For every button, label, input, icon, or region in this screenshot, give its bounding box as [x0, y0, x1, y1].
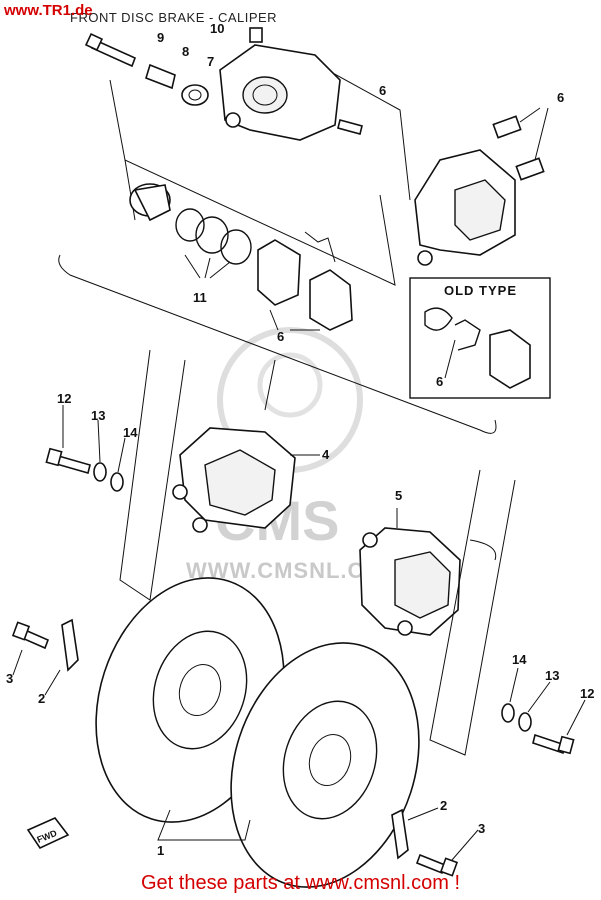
- front-forks: [119, 349, 516, 756]
- old-type-parts: [424, 307, 531, 389]
- callout-4: 4: [322, 447, 330, 462]
- washer-14-right: [501, 703, 515, 723]
- callout-9: 9: [157, 30, 164, 45]
- caliper-body-upper: [219, 44, 341, 141]
- disc-bolt-3-left: [11, 621, 50, 650]
- callout-6-top-right: 6: [557, 90, 564, 105]
- callout-5: 5: [395, 488, 402, 503]
- disc-bolt-3-right: [415, 853, 459, 877]
- callout-6-old-type: 6: [436, 374, 443, 389]
- washer-13-left: [93, 462, 107, 482]
- caliper-assembly-4: [172, 359, 320, 533]
- caliper-assembly-5: [359, 508, 461, 636]
- brake-pads-6: [257, 231, 353, 331]
- callout-2-right: 2: [440, 798, 447, 813]
- leader-lines-right: [509, 667, 586, 736]
- lock-plate-2-right: [391, 808, 409, 860]
- exploded-view-frame: OLD TYPE: [58, 54, 551, 434]
- washer-13-right: [518, 712, 532, 732]
- leader-lines-disc-right: [407, 807, 479, 861]
- callout-3-left: 3: [6, 671, 13, 686]
- bolt-12-left: [45, 447, 91, 474]
- pad-pin-6-upper: [337, 119, 363, 135]
- washer-14-left: [110, 472, 124, 492]
- leader-lines-left: [62, 405, 126, 473]
- brake-disc-right: [230, 642, 420, 888]
- callout-1: 1: [157, 843, 164, 858]
- sleeve-8: [145, 63, 176, 90]
- callout-11: 11: [193, 290, 207, 305]
- callout-13-right: 13: [545, 668, 559, 683]
- footer-link-text[interactable]: Get these parts at www.cmsnl.com !: [141, 872, 460, 894]
- fwd-direction-tag: FWD: [26, 817, 70, 850]
- callout-12-left: 12: [57, 391, 71, 406]
- callout-6-pin: 6: [379, 83, 386, 98]
- callout-7: 7: [207, 54, 214, 69]
- caliper-bolt-9: [84, 32, 137, 68]
- callout-3-right: 3: [478, 821, 485, 836]
- callout-6-pads: 6: [277, 329, 284, 344]
- callout-2-left: 2: [38, 691, 45, 706]
- caliper-assembly-right-top: [414, 107, 549, 266]
- piston-and-seals-11: [129, 183, 252, 279]
- boot-7: [181, 84, 209, 106]
- leader-lines-disc-left: [12, 649, 61, 696]
- bolt-12-right: [532, 733, 575, 755]
- site-watermark: www.TR1.de: [4, 2, 93, 19]
- callout-10: 10: [210, 21, 224, 36]
- lock-plate-2-left: [61, 618, 79, 672]
- bleed-screw-10: [249, 27, 263, 43]
- callout-14-right: 14: [512, 652, 527, 667]
- diagram-title: FRONT DISC BRAKE - CALIPER: [70, 10, 278, 25]
- old-type-label: OLD TYPE: [444, 283, 517, 298]
- callout-12-right: 12: [580, 686, 594, 701]
- old-type-inset-box: [409, 277, 551, 399]
- callout-8: 8: [182, 44, 189, 59]
- callout-13-left: 13: [91, 408, 105, 423]
- disc-leader-line: [157, 809, 251, 841]
- callout-14-left: 14: [123, 425, 138, 440]
